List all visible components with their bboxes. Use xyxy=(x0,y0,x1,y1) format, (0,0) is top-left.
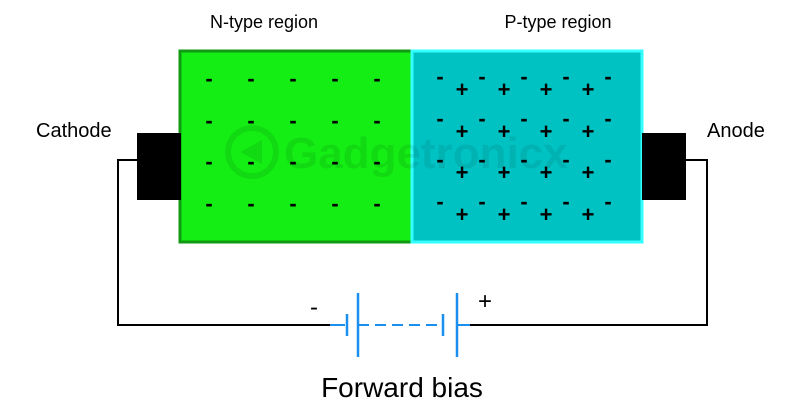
p-region-minority-charge: - xyxy=(604,189,611,214)
n-region-charge: - xyxy=(331,149,338,174)
n-region-charge: - xyxy=(289,66,296,91)
n-region-charge: - xyxy=(205,149,212,174)
n-region-charge: - xyxy=(289,108,296,133)
p-region-majority-charge: + xyxy=(456,119,469,144)
p-region-majority-charge: + xyxy=(582,77,595,102)
n-region-charge: - xyxy=(331,66,338,91)
p-region-minority-charge: - xyxy=(604,64,611,89)
p-region-majority-charge: + xyxy=(540,77,553,102)
p-region-majority-charge: + xyxy=(498,202,511,227)
n-region-charge: - xyxy=(205,66,212,91)
p-region-majority-charge: + xyxy=(456,77,469,102)
p-region-minority-charge: - xyxy=(436,106,443,131)
watermark-logo-icon xyxy=(225,125,279,179)
anode-terminal xyxy=(642,133,686,200)
p-region-minority-charge: - xyxy=(562,147,569,172)
p-region-minority-charge: - xyxy=(436,64,443,89)
n-region-charge: - xyxy=(247,66,254,91)
cathode-terminal xyxy=(137,133,181,200)
n-region-charge: - xyxy=(331,108,338,133)
n-region-charge: - xyxy=(247,191,254,216)
p-region-majority-charge: + xyxy=(582,160,595,185)
p-region-minority-charge: - xyxy=(436,189,443,214)
p-region-charges: -----++++-----++++-----++++-----++++ xyxy=(436,64,611,227)
p-region-majority-charge: + xyxy=(498,77,511,102)
p-region-minority-charge: - xyxy=(562,64,569,89)
n-region-charge: - xyxy=(373,191,380,216)
watermark-arrow-icon xyxy=(240,140,262,164)
p-region-minority-charge: - xyxy=(478,189,485,214)
anode-wire xyxy=(457,159,708,326)
p-region-majority-charge: + xyxy=(498,160,511,185)
p-region-minority-charge: - xyxy=(478,147,485,172)
n-region-charge: - xyxy=(289,191,296,216)
p-region-majority-charge: + xyxy=(456,160,469,185)
n-region-charge: - xyxy=(289,149,296,174)
p-region-minority-charge: - xyxy=(604,106,611,131)
battery-negative-sign: - xyxy=(310,294,318,321)
p-region-minority-charge: - xyxy=(478,106,485,131)
p-region-label: P-type region xyxy=(504,12,611,32)
anode-label: Anode xyxy=(707,120,765,142)
p-region-majority-charge: + xyxy=(540,160,553,185)
battery-positive-sign: + xyxy=(478,288,492,315)
p-region-majority-charge: + xyxy=(582,202,595,227)
n-region-charge: - xyxy=(373,149,380,174)
cathode-label: Cathode xyxy=(36,120,112,142)
p-region-majority-charge: + xyxy=(540,202,553,227)
n-region-charge: - xyxy=(373,108,380,133)
n-region-charge: - xyxy=(247,108,254,133)
p-region-majority-charge: + xyxy=(498,119,511,144)
n-region-charge: - xyxy=(373,66,380,91)
p-region-majority-charge: + xyxy=(456,202,469,227)
n-region-charge: - xyxy=(331,191,338,216)
watermark-text: Gadgetronicx xyxy=(284,129,568,178)
watermark-logo xyxy=(225,125,279,179)
p-region-minority-charge: - xyxy=(562,189,569,214)
circuit-wire xyxy=(117,159,708,326)
n-region-charge: - xyxy=(247,149,254,174)
p-type-region xyxy=(410,49,644,244)
n-region-charges: - - - - - - - - - - - - - - - - - - - - xyxy=(205,66,380,216)
p-region-minority-charge: - xyxy=(520,147,527,172)
p-region-minority-charge: - xyxy=(520,106,527,131)
p-region-majority-charge: + xyxy=(540,119,553,144)
diagram-title: Forward bias xyxy=(321,372,483,403)
cathode-wire xyxy=(117,159,345,326)
p-region-majority-charge: + xyxy=(582,119,595,144)
n-region-charge: - xyxy=(205,191,212,216)
battery-symbol xyxy=(330,293,470,357)
p-region-minority-charge: - xyxy=(478,64,485,89)
p-region-minority-charge: - xyxy=(604,147,611,172)
p-region-minority-charge: - xyxy=(562,106,569,131)
p-region-minority-charge: - xyxy=(520,64,527,89)
n-region-label: N-type region xyxy=(210,12,318,32)
p-region-minority-charge: - xyxy=(436,147,443,172)
p-region-minority-charge: - xyxy=(520,189,527,214)
n-region-charge: - xyxy=(205,108,212,133)
